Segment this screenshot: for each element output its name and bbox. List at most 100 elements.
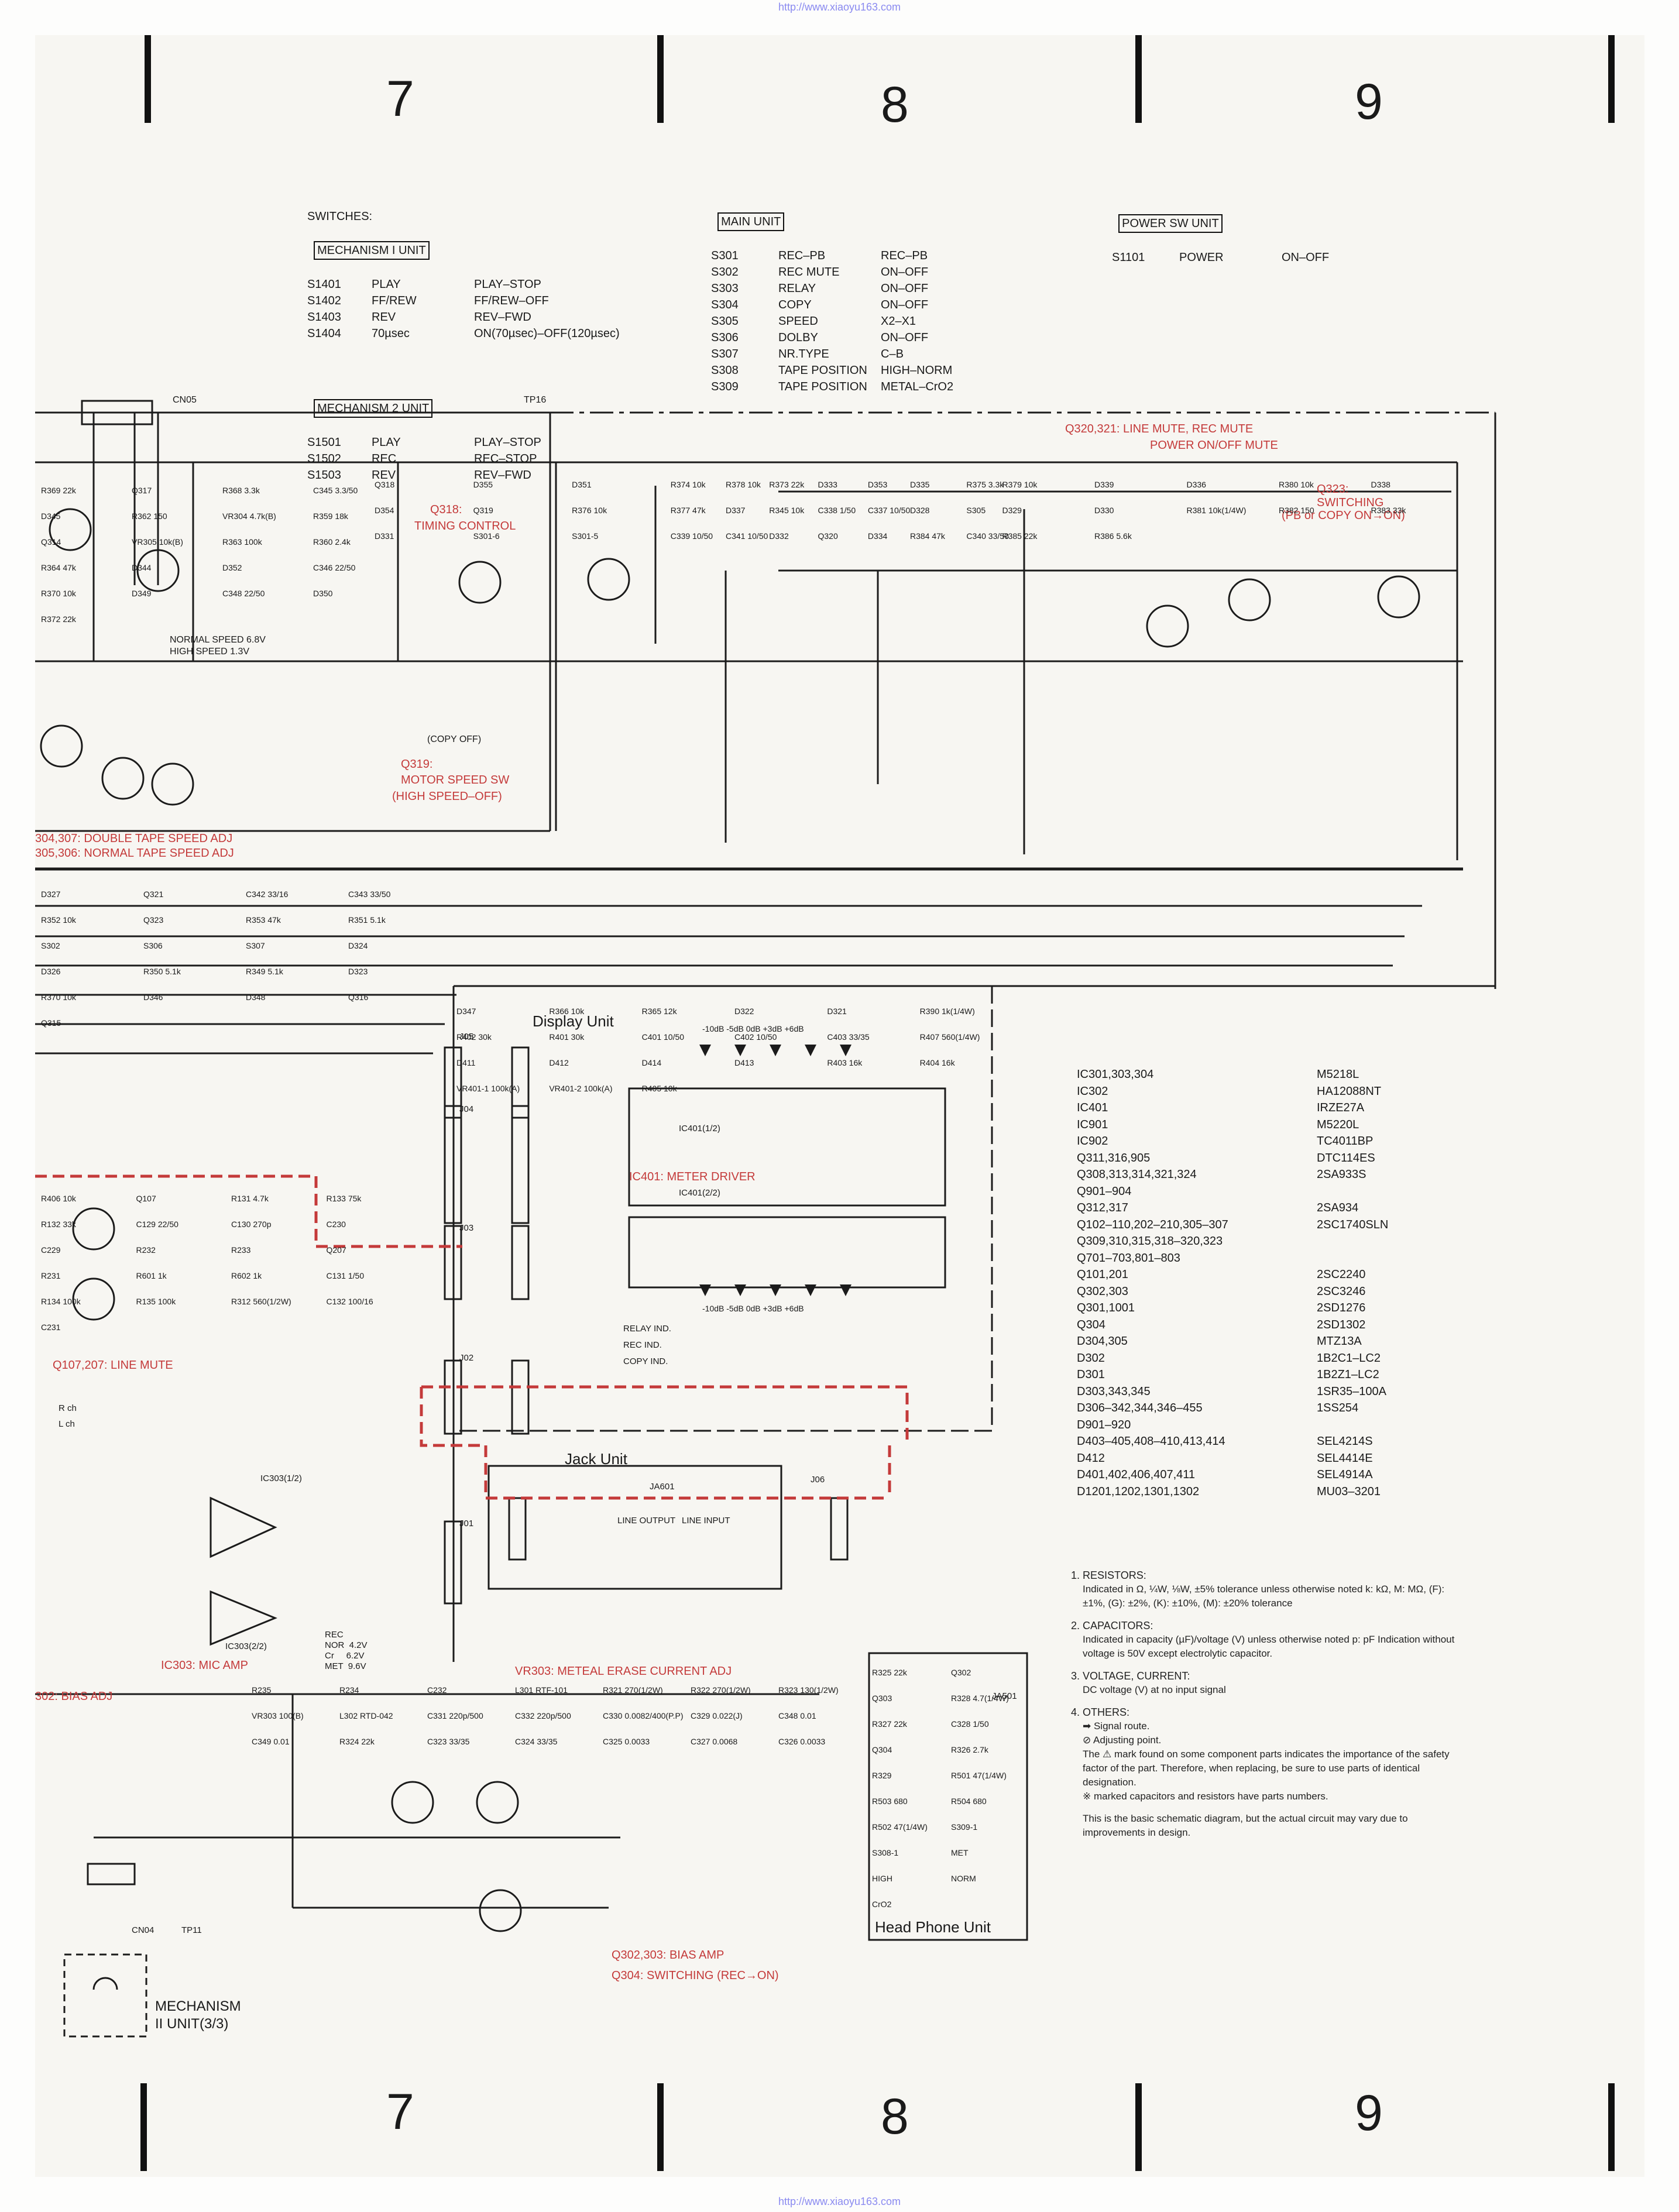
label-q107: Q107,207: LINE MUTE	[53, 1359, 173, 1372]
label-tp11: TP11	[181, 1925, 202, 1935]
switch-cell: S304	[711, 298, 739, 311]
switch-cell: S1101	[1112, 251, 1145, 264]
component-label: D336	[1186, 480, 1206, 489]
label-j06: J06	[811, 1475, 825, 1485]
grid-bar	[145, 35, 151, 123]
component-label: D348	[246, 992, 266, 1002]
parts-number: 2SA933S	[1317, 1168, 1366, 1181]
note-1-title: 1. RESISTORS:	[1071, 1569, 1146, 1581]
component-label: R324 22k	[339, 1737, 375, 1746]
component-label: D354	[375, 506, 394, 515]
parts-ref: Q304	[1077, 1318, 1105, 1331]
label-q302: Q302,303: BIAS AMP	[612, 1949, 725, 1962]
grid-number-8: 8	[881, 77, 909, 133]
switches-title: SWITCHES:	[307, 210, 373, 223]
switch-cell: X2–X1	[881, 315, 916, 328]
label-mechanism: MECHANISM	[155, 1998, 241, 2014]
component-label: R390 1k(1/4W)	[919, 1007, 975, 1016]
parts-number: IRZE27A	[1317, 1101, 1365, 1114]
switch-cell: RELAY	[778, 282, 816, 295]
label-ja601: JA601	[650, 1482, 675, 1492]
component-label: C324 33/35	[515, 1737, 558, 1746]
parts-ref: Q102–110,202–210,305–307	[1077, 1218, 1228, 1231]
parts-row: Q901–904	[1077, 1183, 1388, 1200]
component-label: D330	[1094, 506, 1114, 515]
switch-cell: S308	[711, 364, 739, 377]
component-label: R402 30k	[456, 1032, 492, 1042]
parts-ref: D403–405,408–410,413,414	[1077, 1435, 1225, 1448]
component-label: R131 4.7k	[231, 1194, 269, 1203]
adjust-icon: ⊘	[1083, 1734, 1094, 1746]
component-label: R360 2.4k	[313, 537, 351, 547]
parts-ref: IC902	[1077, 1135, 1108, 1148]
label-q323-note: (PB or COPY ON→ON)	[1282, 509, 1405, 522]
switch-cell: FF/REW–OFF	[474, 294, 549, 307]
parts-ref: Q302,303	[1077, 1284, 1128, 1298]
switch-cell: TAPE POSITION	[778, 380, 867, 393]
switch-cell: S301	[711, 249, 739, 262]
label-jack-unit: Jack Unit	[565, 1450, 627, 1468]
component-label: S306	[143, 941, 163, 950]
switch-cell: DOLBY	[778, 331, 818, 344]
parts-number: SEL4414E	[1317, 1451, 1373, 1465]
parts-number: 1B2C1–LC2	[1317, 1351, 1381, 1365]
grid-bar	[140, 2083, 147, 2171]
component-label: R326 2.7k	[951, 1745, 988, 1754]
component-label: R501 47(1/4W)	[951, 1771, 1007, 1780]
grid-number-9: 9	[1355, 74, 1383, 130]
component-label: R375 3.3k	[966, 480, 1004, 489]
grid-number-8: 8	[881, 2089, 909, 2145]
label-cn04: CN04	[132, 1925, 154, 1935]
label-copy-off: (COPY OFF)	[427, 734, 482, 744]
parts-number: 2SA934	[1317, 1201, 1359, 1214]
label-j03: J03	[459, 1223, 474, 1233]
parts-number: 1SR35–100A	[1317, 1385, 1386, 1398]
component-label: R231	[41, 1271, 61, 1280]
component-label: D351	[572, 480, 592, 489]
switch-cell: ON(70µsec)–OFF(120µsec)	[474, 327, 620, 340]
switch-cell: HIGH–NORM	[881, 364, 953, 377]
parts-ref: IC301,303,304	[1077, 1068, 1154, 1081]
note-3-title: 3. VOLTAGE, CURRENT:	[1071, 1670, 1190, 1682]
component-label: C339 10/50	[670, 531, 713, 541]
note-4-adjust: Adjusting point.	[1093, 1734, 1162, 1746]
component-label: D412	[549, 1058, 569, 1067]
component-label: R323 130(1/2W)	[778, 1685, 839, 1695]
component-label: R373 22k	[769, 480, 805, 489]
parts-number: HA12088NT	[1317, 1084, 1382, 1098]
switch-cell: PLAY	[372, 278, 401, 291]
switch-cell: ON–OFF	[881, 298, 929, 311]
label-j04: J04	[459, 1104, 474, 1114]
label-lch: L ch	[59, 1419, 75, 1429]
label-rec-ind: REC IND.	[623, 1340, 662, 1350]
label-q319-note: (HIGH SPEED–OFF)	[392, 790, 502, 803]
component-label: C323 33/35	[427, 1737, 470, 1746]
parts-ref: D302	[1077, 1351, 1105, 1365]
label-line-input: LINE INPUT	[682, 1516, 730, 1526]
component-label: D355	[473, 480, 493, 489]
component-label: D337	[726, 506, 746, 515]
parts-ref: Q301,1001	[1077, 1301, 1135, 1314]
component-label: NORM	[951, 1874, 976, 1883]
label-ic401: IC401: METER DRIVER	[629, 1170, 756, 1183]
parts-ref: D1201,1202,1301,1302	[1077, 1485, 1200, 1498]
label-j05: J05	[459, 1032, 474, 1042]
component-label: R362 150	[132, 511, 167, 521]
component-label: D329	[1002, 506, 1022, 515]
component-label: C345 3.3/50	[313, 486, 358, 495]
power-title: POWER SW UNIT	[1118, 214, 1223, 233]
parts-number: 2SD1276	[1317, 1301, 1366, 1314]
label-relay-ind: RELAY IND.	[623, 1324, 671, 1334]
arrow-icon: ➡	[1083, 1720, 1094, 1732]
component-label: D323	[348, 967, 368, 976]
